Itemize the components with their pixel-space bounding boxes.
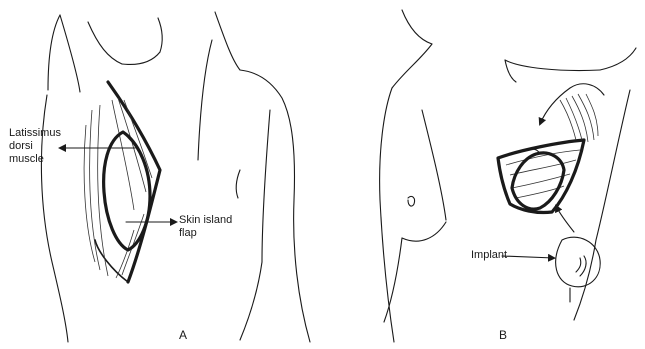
implant-label: Implant <box>471 249 507 262</box>
skin-island-flap-label: Skin island flap <box>179 214 232 240</box>
implant <box>556 237 601 287</box>
panel-a-label: A <box>179 328 187 342</box>
back-figure-outline <box>41 12 310 342</box>
latissimus-label-line-1: Latissimus <box>9 127 61 140</box>
implant-arrow-up <box>556 206 574 232</box>
latissimus-label-line-3: muscle <box>9 153 61 166</box>
latissimus-dorsi-label: Latissimus dorsi muscle <box>9 127 61 166</box>
front-figure-outline <box>380 10 636 342</box>
rotation-arrow <box>540 84 604 124</box>
panel-a-drawing <box>41 12 310 342</box>
skin-island-label-line-1: Skin island <box>179 214 232 227</box>
skin-island-a <box>104 132 150 250</box>
panel-b-drawing <box>380 10 636 342</box>
latissimus-label-line-2: dorsi <box>9 140 61 153</box>
skin-island-label-line-2: flap <box>179 227 232 240</box>
panel-b-label: B <box>499 328 507 342</box>
implant-arrow <box>502 256 554 258</box>
